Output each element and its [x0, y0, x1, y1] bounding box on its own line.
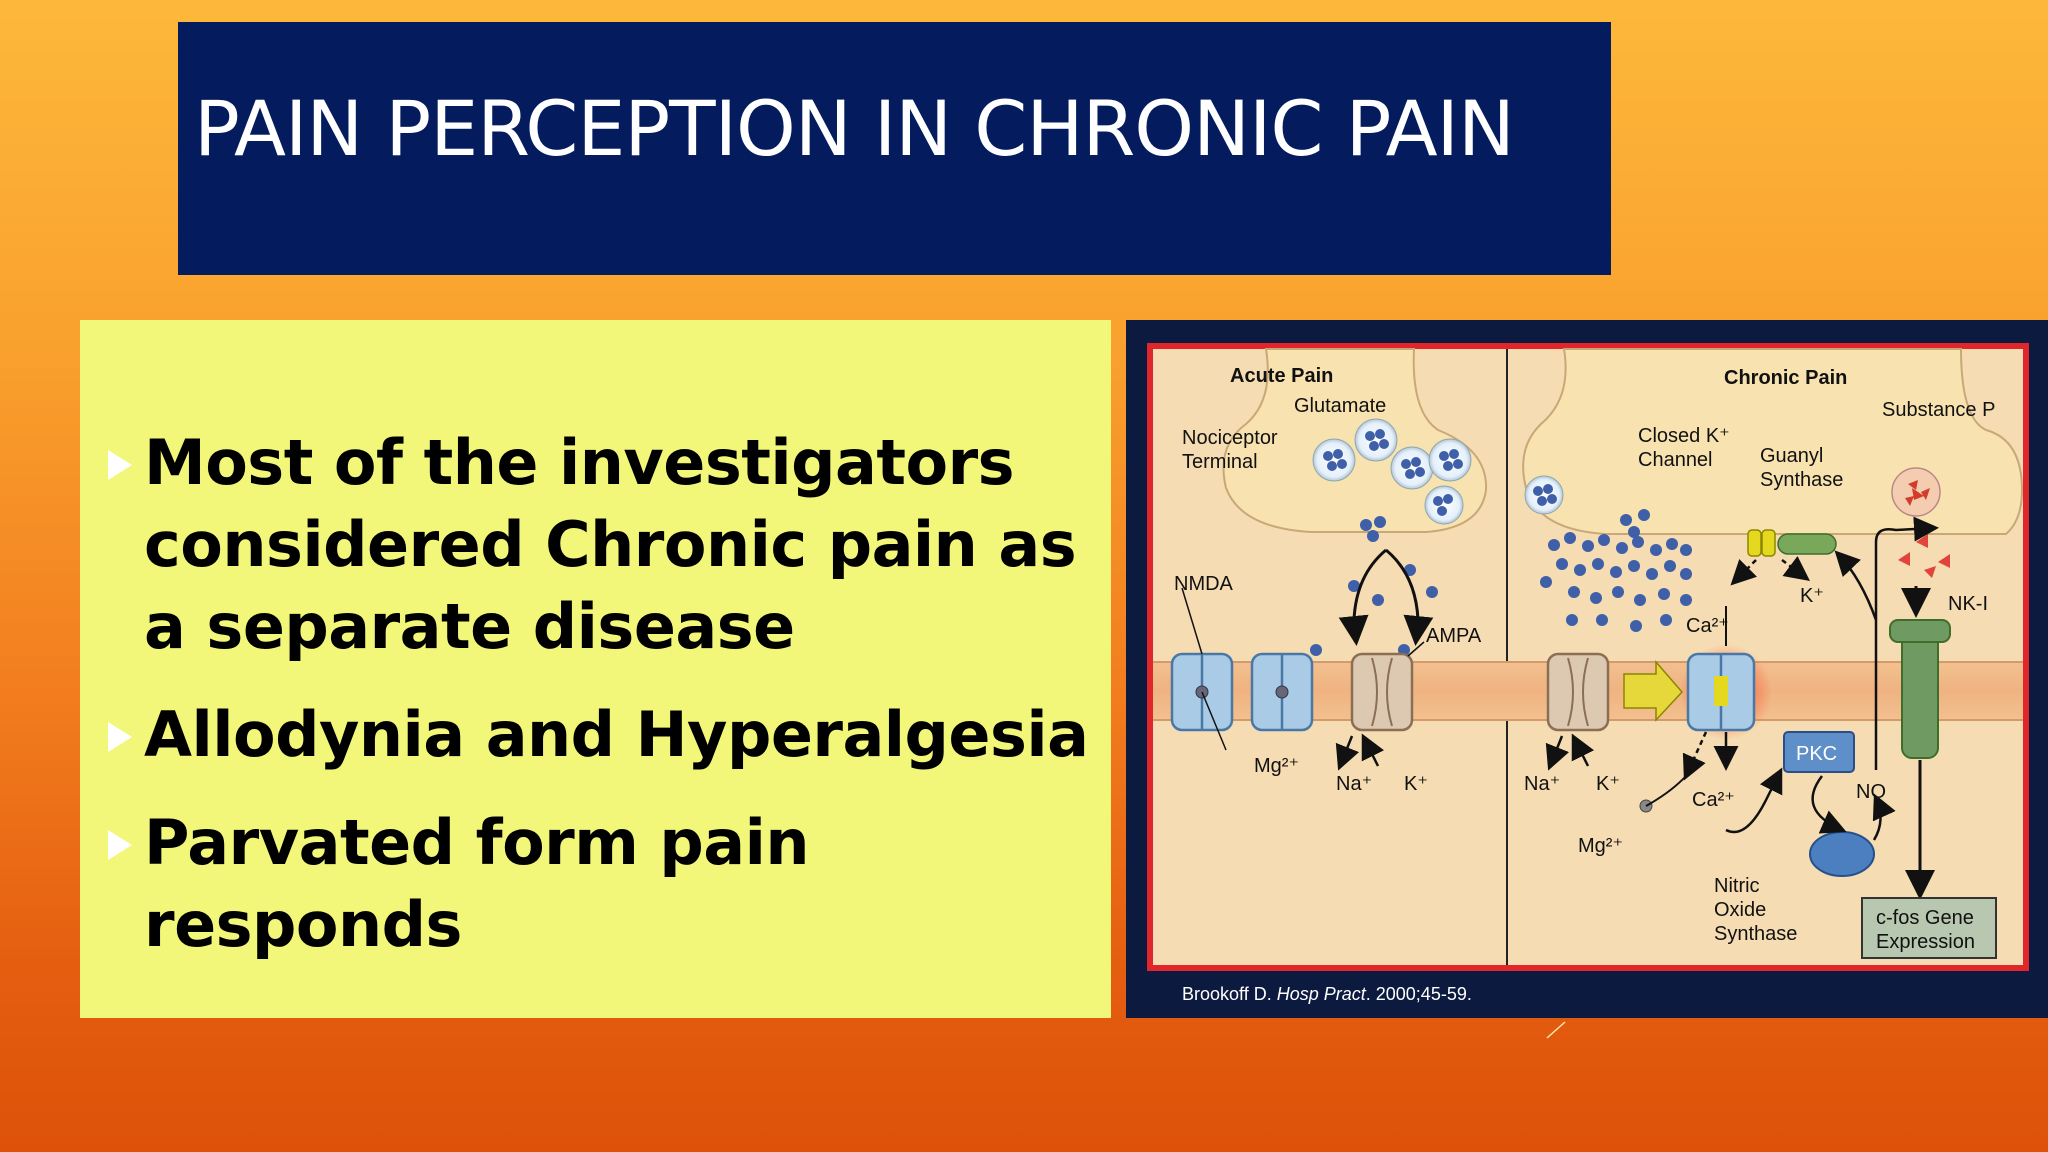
slide-title: PAIN PERCEPTION IN CHRONIC PAIN: [194, 84, 1515, 173]
chronic-glutamate-vesicles: [1524, 467, 1950, 632]
nk1-receptor: [1889, 586, 1951, 759]
nitric-oxide-synthase-enzyme: [1809, 831, 1875, 877]
nos-label-2: Oxide: [1714, 899, 1766, 921]
substance-p-label: Substance P: [1882, 399, 1995, 421]
chronic-na-label: Na⁺: [1524, 773, 1560, 795]
k-out-label: K⁺: [1800, 585, 1824, 607]
bullet-panel: Most of the investigators considered Chr…: [80, 320, 1111, 1018]
bullet-item: Most of the investigators considered Chr…: [108, 422, 1108, 668]
cfos-label-1: c-fos Gene: [1876, 907, 1974, 929]
acute-glutamate-vesicles: [1310, 418, 1472, 656]
nk1-label: NK-I: [1948, 593, 1988, 615]
bullet-text: Most of the investigators considered Chr…: [144, 426, 1077, 663]
acute-na-label: Na⁺: [1336, 773, 1372, 795]
chronic-nmda-receptor: [1686, 652, 1756, 732]
acute-mg-label: Mg²⁺: [1254, 755, 1299, 777]
closed-k-label-2: Channel: [1638, 449, 1713, 471]
ampa-label: AMPA: [1426, 625, 1482, 647]
closed-k-channel: [1730, 529, 1837, 586]
bullet-item: Parvated form pain responds: [108, 802, 1108, 966]
pain-pathway-figure: Acute Pain Glutamate Nociceptor Terminal…: [1126, 320, 2048, 1018]
ampa-receptor: [1350, 652, 1414, 732]
ca-top-label: Ca²⁺: [1686, 615, 1729, 637]
bullet-text: Allodynia and Hyperalgesia: [144, 698, 1089, 771]
nos-label-3: Synthase: [1714, 923, 1797, 945]
citation-author: Brookoff D.: [1182, 984, 1277, 1004]
activation-arrow-icon: [1623, 659, 1684, 722]
closed-k-label-1: Closed K⁺: [1638, 425, 1730, 447]
bullet-item: Allodynia and Hyperalgesia: [108, 694, 1108, 776]
nmda-label: NMDA: [1174, 573, 1234, 595]
guanyl-label-1: Guanyl: [1760, 445, 1823, 467]
slide-corner-mark-icon: [1546, 1021, 1566, 1039]
c-fos-gene-box: [1861, 897, 1997, 959]
bullet-triangle-icon: [108, 450, 132, 480]
pain-diagram: Acute Pain Glutamate Nociceptor Terminal…: [1147, 343, 2029, 971]
chronic-k-label: K⁺: [1596, 773, 1620, 795]
ca-bottom-label: Ca²⁺: [1692, 789, 1735, 811]
guanyl-label-2: Synthase: [1760, 469, 1843, 491]
chronic-heading: Chronic Pain: [1724, 367, 1847, 389]
nociceptor-label-2: Terminal: [1182, 451, 1258, 473]
cfos-label-2: Expression: [1876, 931, 1975, 953]
citation-details: . 2000;45-59.: [1365, 984, 1472, 1004]
pkc-box: [1783, 731, 1855, 773]
bullet-triangle-icon: [108, 830, 132, 860]
no-label: NO: [1856, 781, 1886, 803]
chronic-mg-label: Mg²⁺: [1578, 835, 1623, 857]
bullet-list: Most of the investigators considered Chr…: [108, 422, 1108, 992]
nociceptor-label-1: Nociceptor: [1182, 427, 1278, 449]
citation-journal: Hosp Pract: [1276, 984, 1366, 1004]
guanyl-synthase-enzyme: [1777, 533, 1837, 555]
pkc-label: PKC: [1796, 743, 1837, 765]
nos-label-1: Nitric: [1714, 875, 1760, 897]
bullet-triangle-icon: [108, 722, 132, 752]
title-banner: PAIN PERCEPTION IN CHRONIC PAIN: [178, 22, 1611, 275]
bullet-text: Parvated form pain responds: [144, 806, 810, 961]
figure-citation: Brookoff D. Hosp Pract. 2000;45-59.: [1182, 984, 1472, 1005]
acute-k-label: K⁺: [1404, 773, 1428, 795]
glutamate-label: Glutamate: [1294, 395, 1386, 417]
acute-heading: Acute Pain: [1230, 365, 1333, 387]
chronic-ampa-receptor: [1546, 652, 1610, 732]
